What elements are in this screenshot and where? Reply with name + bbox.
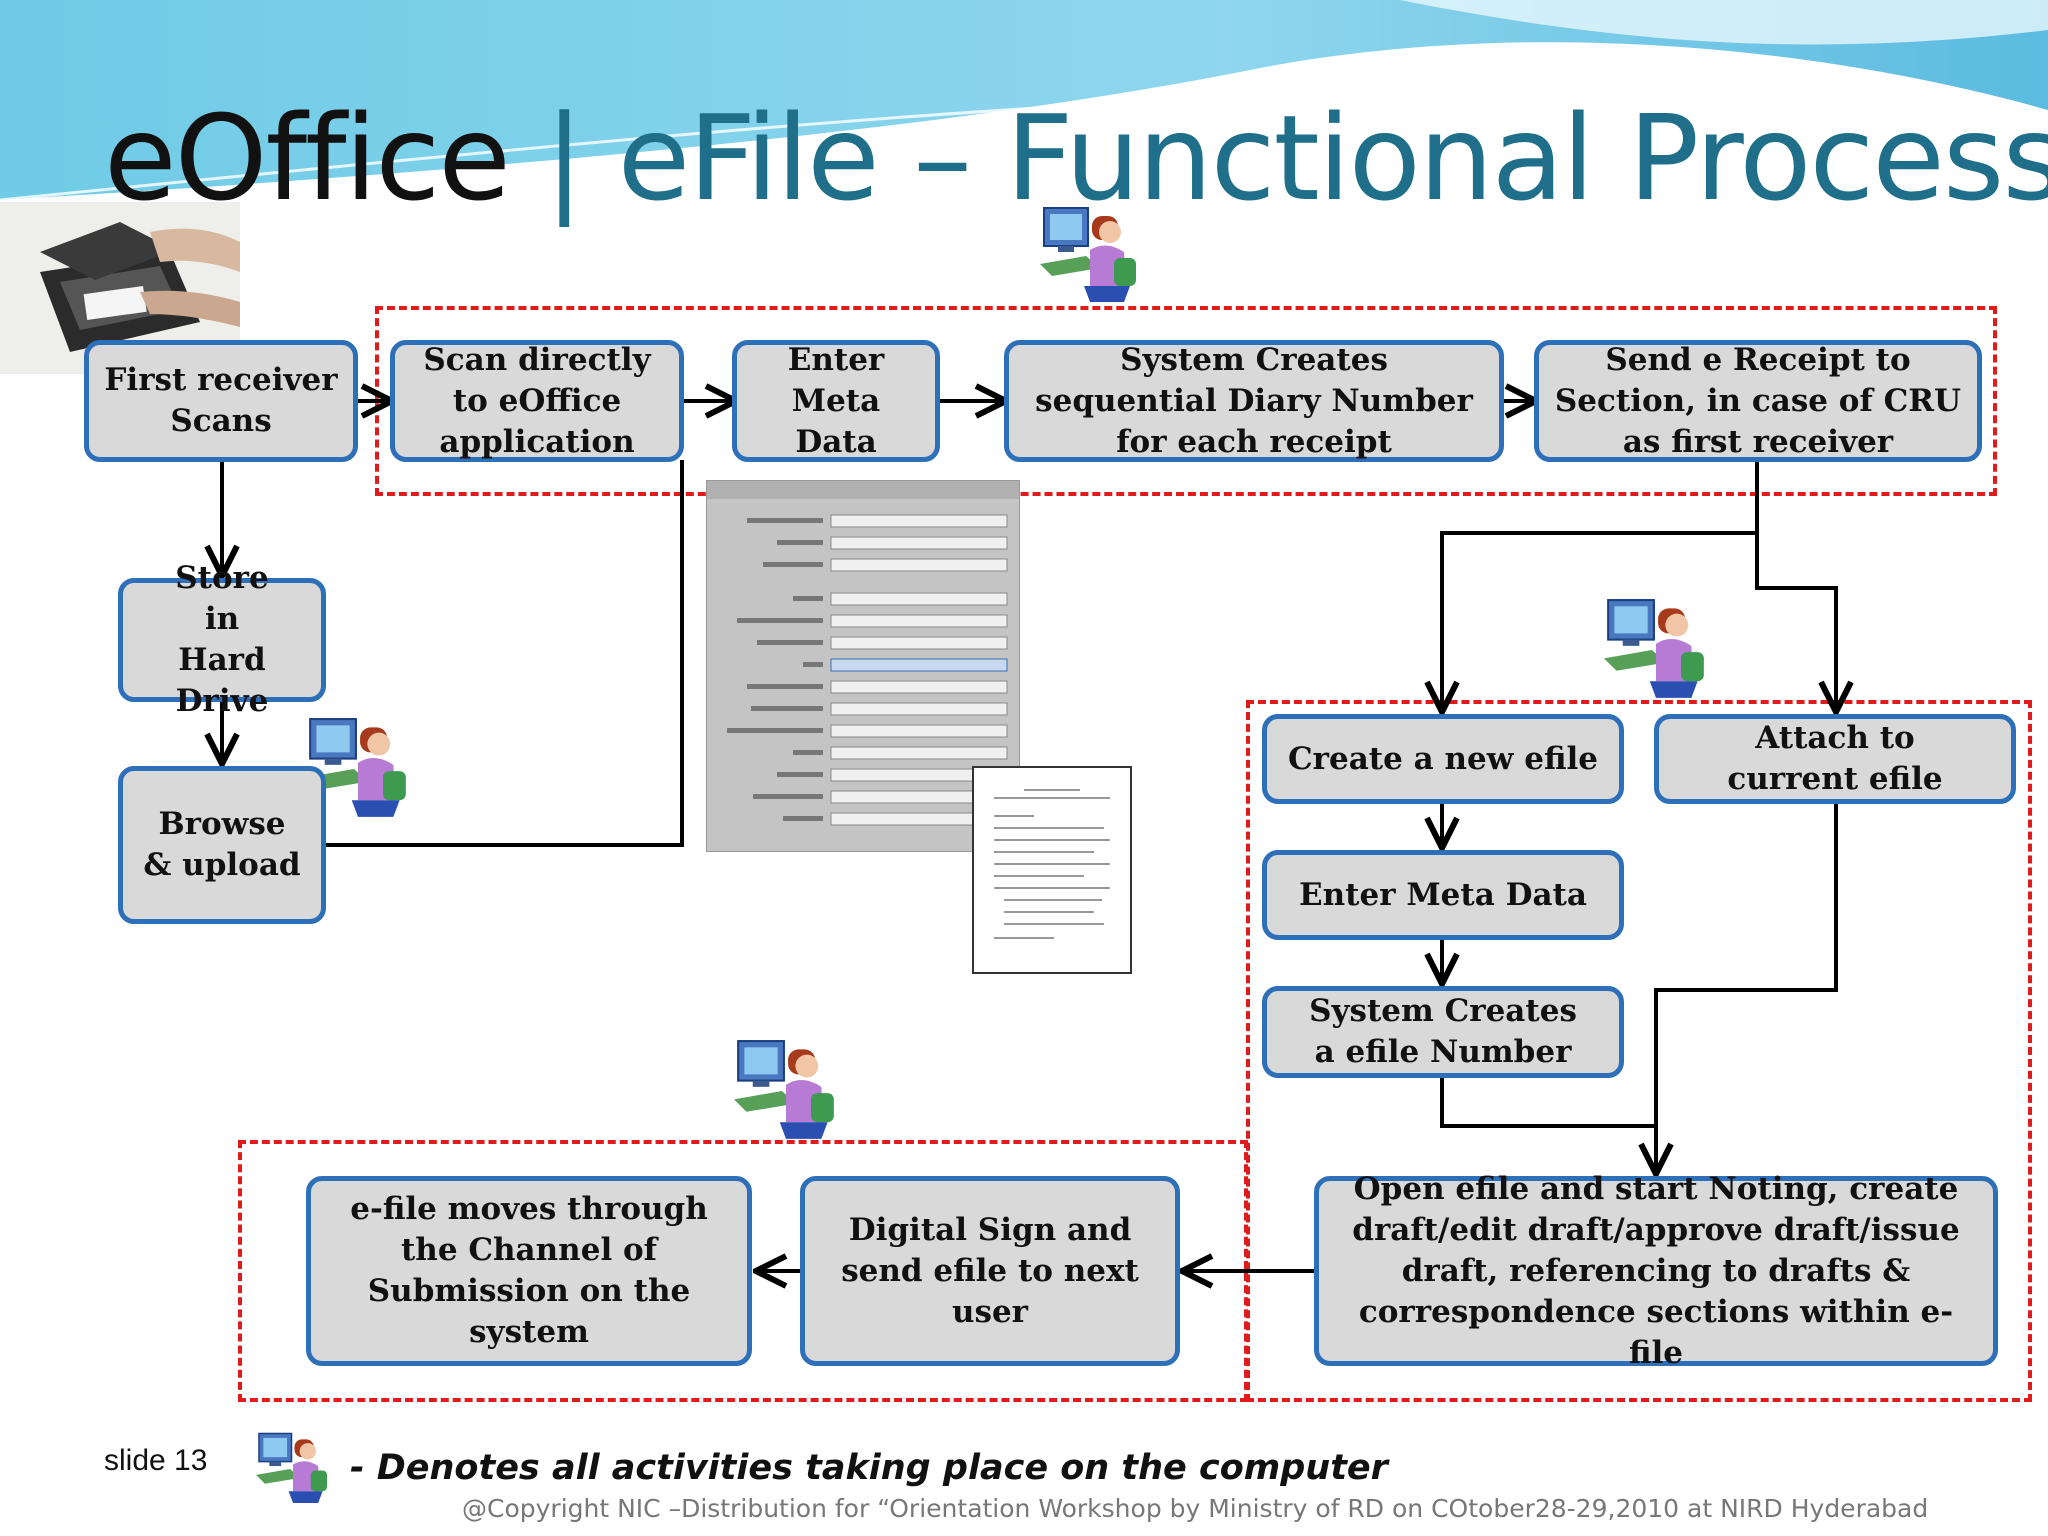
computer-user-icon-bottom <box>734 1040 835 1140</box>
node-label: Browse & upload <box>143 806 301 883</box>
node-label: Digital Sign and send efile to next user <box>841 1211 1139 1330</box>
node-system-diary-number: System Creates sequential Diary Number f… <box>1004 340 1504 462</box>
node-label: First receiver Scans <box>104 362 338 439</box>
computer-activity-region-right <box>1246 700 2032 1402</box>
node-scan-directly: Scan directly to eOffice application <box>390 340 684 462</box>
node-label: Create a new efile <box>1287 740 1599 777</box>
metadata-form-screenshot <box>706 480 1020 852</box>
node-label: Send e Receipt to Section, in case of CR… <box>1554 341 1962 460</box>
node-label: Open efile and start Noting, create draf… <box>1352 1170 1960 1371</box>
title-efile-process: eFile – Functional Process <box>617 89 2048 227</box>
node-open-efile-noting: Open efile and start Noting, create draf… <box>1314 1171 1998 1371</box>
node-create-new-efile: Create a new efile <box>1262 714 1624 804</box>
slide-number: slide 13 <box>104 1444 208 1477</box>
node-send-e-receipt: Send e Receipt to Section, in case of CR… <box>1534 340 1982 462</box>
computer-user-icon-top <box>1040 207 1137 303</box>
legend-text: - Denotes all activities taking place on… <box>350 1448 1388 1488</box>
node-first-receiver-scans: First receiver Scans <box>84 340 358 462</box>
node-label: Enter Meta Data <box>787 341 885 460</box>
computer-user-icon-right <box>1604 599 1705 699</box>
node-attach-current-efile: Attach to current efile <box>1654 714 2016 804</box>
node-efile-moves-channel: e-file moves through the Channel of Subm… <box>306 1176 752 1366</box>
node-enter-meta-data-top: Enter Meta Data <box>732 340 940 462</box>
node-digital-sign: Digital Sign and send efile to next user <box>800 1176 1180 1366</box>
header-wave-background <box>0 0 2048 202</box>
computer-user-icon-legend <box>256 1432 328 1504</box>
node-label: Scan directly to eOffice application <box>423 341 651 460</box>
copyright-notice: @Copyright NIC –Distribution for “Orient… <box>462 1494 1929 1523</box>
page-title: eOffice | eFile – Functional Process <box>104 88 2048 228</box>
node-store-hard-drive: Store in Hard Drive <box>118 560 326 719</box>
node-enter-meta-data-right: Enter Meta Data <box>1262 850 1624 940</box>
document-page-image <box>972 766 1132 974</box>
node-label: Enter Meta Data <box>1299 876 1587 913</box>
node-label: Attach to current efile <box>1727 720 1943 797</box>
node-label: System Creates sequential Diary Number f… <box>1035 341 1473 460</box>
node-system-efile-number: System Creates a efile Number <box>1262 986 1624 1078</box>
title-separator: | <box>508 89 618 227</box>
node-label: e-file moves through the Channel of Subm… <box>350 1191 708 1350</box>
node-label: System Creates a efile Number <box>1309 993 1577 1070</box>
node-browse-upload: Browse & upload <box>118 766 326 924</box>
node-label: Store in Hard Drive <box>175 560 269 719</box>
